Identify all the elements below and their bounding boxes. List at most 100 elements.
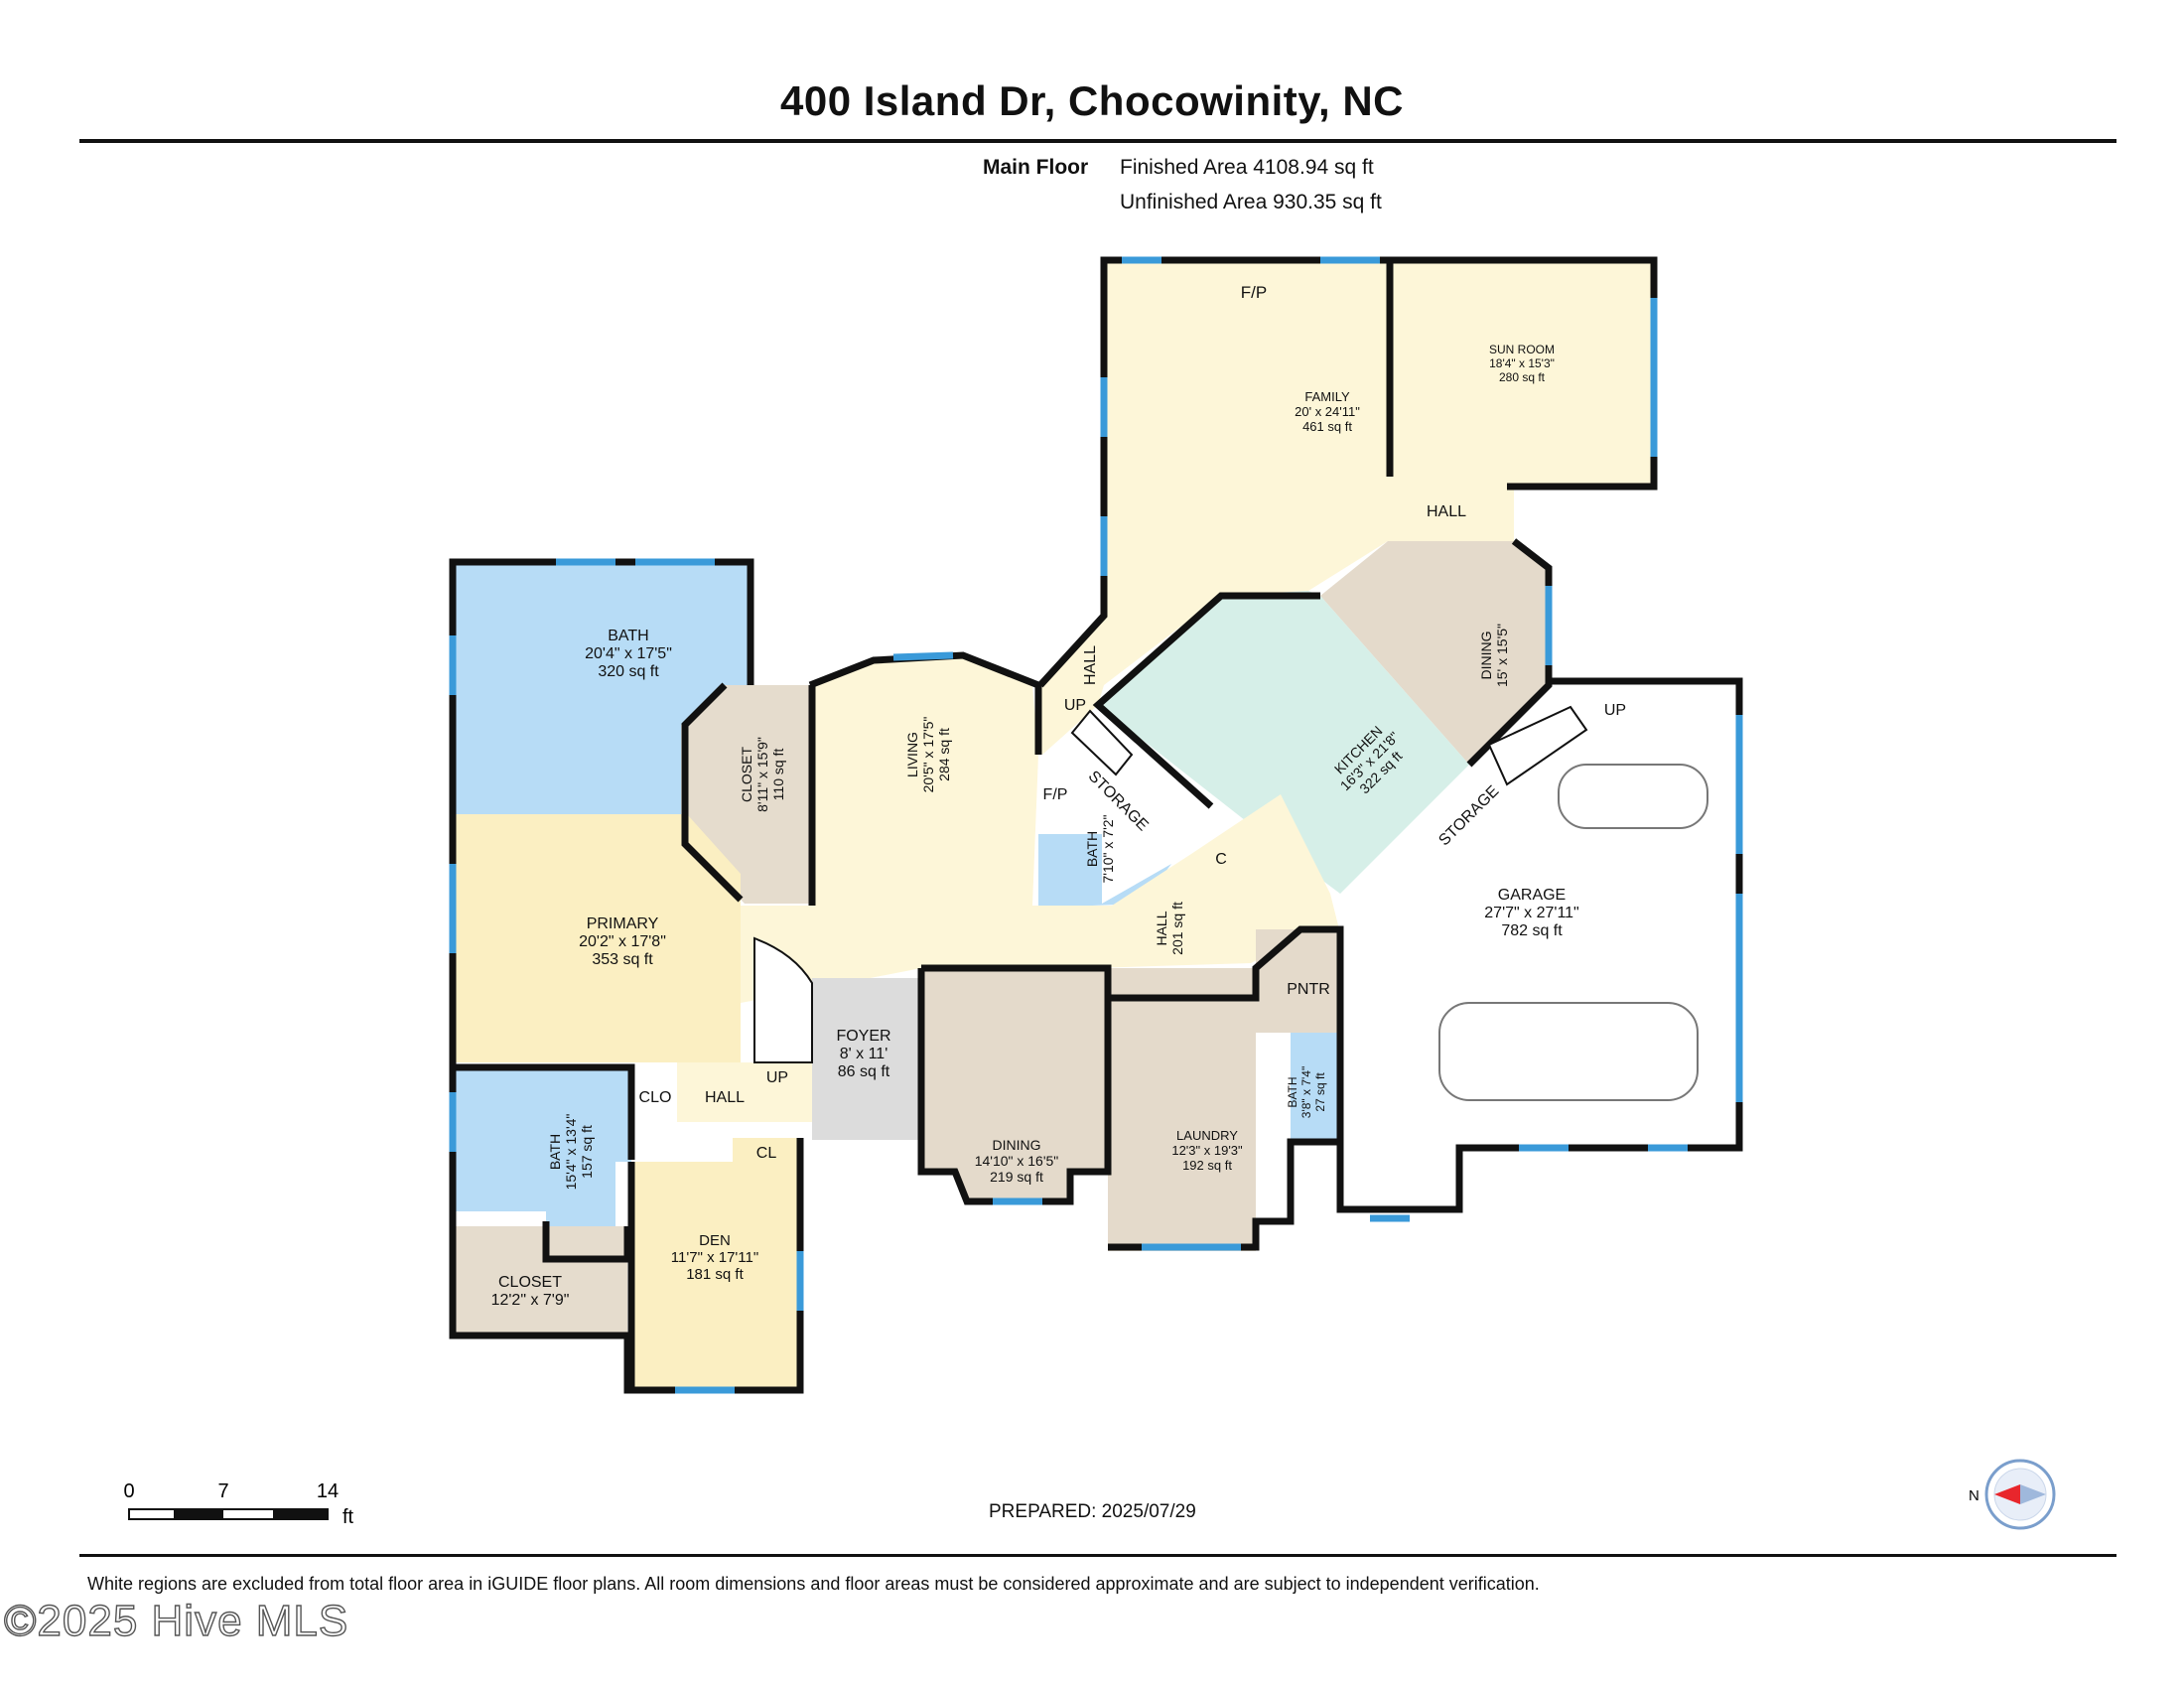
stairs-garage: [1487, 705, 1588, 786]
room-fills: [453, 260, 1739, 1390]
den-name: DEN: [699, 1232, 731, 1249]
windows: [449, 256, 1743, 1394]
room-kitchen: [1098, 591, 1469, 894]
room-bath-primary: [453, 562, 751, 814]
wall-kitchen-island: [1092, 592, 1320, 809]
closet-2-name: CLOSET: [498, 1274, 562, 1291]
truck-icon: [1438, 1002, 1699, 1101]
dining-area: 219 sq ft: [990, 1169, 1043, 1185]
disclaimer-text: White regions are excluded from total fl…: [87, 1574, 1540, 1594]
room-sun-room: [1390, 260, 1654, 487]
bath-laundry-dims: 3'8" x 7'4": [1299, 1066, 1313, 1118]
label-hall-vertical: HALL: [1082, 645, 1099, 685]
garage-dims: 27'7" x 27'11": [1484, 905, 1578, 921]
room-dining: [921, 968, 1108, 1201]
primary-name: PRIMARY: [587, 915, 659, 932]
bath-laundry-name: BATH: [1286, 1076, 1299, 1107]
sunroom-name: SUN ROOM: [1489, 343, 1555, 356]
bath-small-dims: 7'10" x 7'2": [1100, 814, 1116, 883]
sunroom-dims: 18'4" x 15'3": [1489, 356, 1555, 370]
room-hall-vertical: [1038, 616, 1104, 755]
room-living: [814, 655, 1038, 906]
garage-area: 782 sq ft: [1501, 922, 1563, 939]
closet-primary-name: CLOSET: [739, 747, 754, 802]
prepared-date: PREPARED: 2025/07/29: [989, 1501, 1196, 1522]
room-bath-small: [1038, 834, 1171, 906]
floor-label: Main Floor: [983, 156, 1089, 179]
label-c: C: [1215, 851, 1227, 868]
finished-area: Finished Area 4108.94 sq ft: [1120, 156, 1374, 179]
label-clo: CLO: [639, 1089, 672, 1106]
hall-central-name: HALL: [1154, 911, 1169, 945]
living-dims: 20'5" x 17'5": [920, 717, 936, 793]
garage-name: GARAGE: [1498, 887, 1566, 904]
bath-primary-area: 320 sq ft: [598, 663, 659, 680]
sunroom-area: 280 sq ft: [1499, 370, 1546, 384]
wall-living-north: [808, 651, 1042, 755]
scale-tick-0: 0: [123, 1480, 134, 1502]
car-icon: [1558, 764, 1708, 829]
room-hall-family: [1386, 487, 1509, 538]
compass-north-label: N: [1969, 1487, 1979, 1504]
label-up-foyer: UP: [766, 1069, 788, 1086]
unfinished-area: Unfinished Area 930.35 sq ft: [1120, 191, 1382, 213]
dining-kitchen-name: DINING: [1478, 632, 1494, 680]
laundry-name: LAUNDRY: [1176, 1128, 1238, 1143]
room-hall-small: [677, 1062, 812, 1122]
wall-west-lower: [449, 1062, 804, 1394]
page-title: 400 Island Dr, Chocowinity, NC: [779, 77, 1405, 124]
label-fp-living: F/P: [1043, 786, 1068, 803]
dining-kitchen-dims: 15' x 15'5": [1494, 624, 1510, 687]
footer-divider: [79, 1554, 2116, 1557]
bath-laundry-area: 27 sq ft: [1313, 1072, 1327, 1112]
bath-small-name: BATH: [1084, 831, 1100, 867]
scale-bar: 0 7 14 ft: [123, 1480, 353, 1528]
label-up-hall: UP: [1064, 697, 1086, 714]
stairs-foyer: [753, 936, 813, 1063]
closet-primary-dims: 8'11" x 15'9": [754, 737, 770, 812]
copyright-watermark: ©2025 Hive MLS: [3, 1596, 349, 1645]
family-area: 461 sq ft: [1302, 419, 1352, 434]
primary-dims: 20'2" x 17'8": [579, 933, 666, 950]
hall-central-area: 201 sq ft: [1169, 902, 1185, 955]
label-cl: CL: [756, 1145, 777, 1162]
foyer-name: FOYER: [836, 1028, 890, 1045]
room-laundry: [1108, 968, 1256, 1251]
scale-tick-7: 7: [217, 1480, 228, 1502]
primary-area: 353 sq ft: [592, 951, 653, 968]
bath-primary-dims: 20'4" x 17'5": [585, 645, 672, 662]
room-family: [1104, 260, 1514, 685]
room-pntr: [1256, 929, 1340, 1033]
room-den: [631, 1138, 800, 1390]
stairs: [753, 705, 1588, 1063]
title-divider: [79, 139, 2116, 143]
closet-primary-area: 110 sq ft: [770, 749, 786, 801]
laundry-area: 192 sq ft: [1182, 1158, 1232, 1173]
foyer-dims: 8' x 11': [840, 1046, 888, 1062]
den-area: 181 sq ft: [686, 1266, 744, 1283]
compass-icon: N: [1969, 1459, 2056, 1530]
room-closet-2: [453, 1226, 627, 1336]
wall-closet-primary: [681, 682, 744, 903]
stairs-kitchen: [1070, 709, 1134, 776]
wall-dining-outline: [917, 964, 1112, 1205]
wall-closet2: [542, 1221, 631, 1263]
bath-2-dims: 15'4" x 13'4": [563, 1114, 579, 1191]
room-bath-2: [453, 1067, 631, 1251]
label-fp-family: F/P: [1241, 283, 1267, 302]
label-pntr: PNTR: [1287, 981, 1330, 998]
label-hall-family: HALL: [1427, 503, 1466, 520]
den-dims: 11'7" x 17'11": [671, 1249, 758, 1266]
bath-2-area: 157 sq ft: [579, 1125, 595, 1179]
family-name: FAMILY: [1304, 389, 1350, 404]
room-foyer: [812, 978, 921, 1140]
wall-laundry-outline: [1108, 925, 1344, 1251]
label-hall-small: HALL: [705, 1089, 745, 1106]
closet-2-dims: 12'2" x 7'9": [491, 1292, 570, 1309]
bath-primary-name: BATH: [608, 628, 648, 644]
room-primary: [453, 814, 741, 1062]
wall-bath2: [453, 1063, 635, 1160]
family-dims: 20' x 24'11": [1295, 404, 1360, 419]
scale-tick-14: 14: [317, 1480, 339, 1502]
